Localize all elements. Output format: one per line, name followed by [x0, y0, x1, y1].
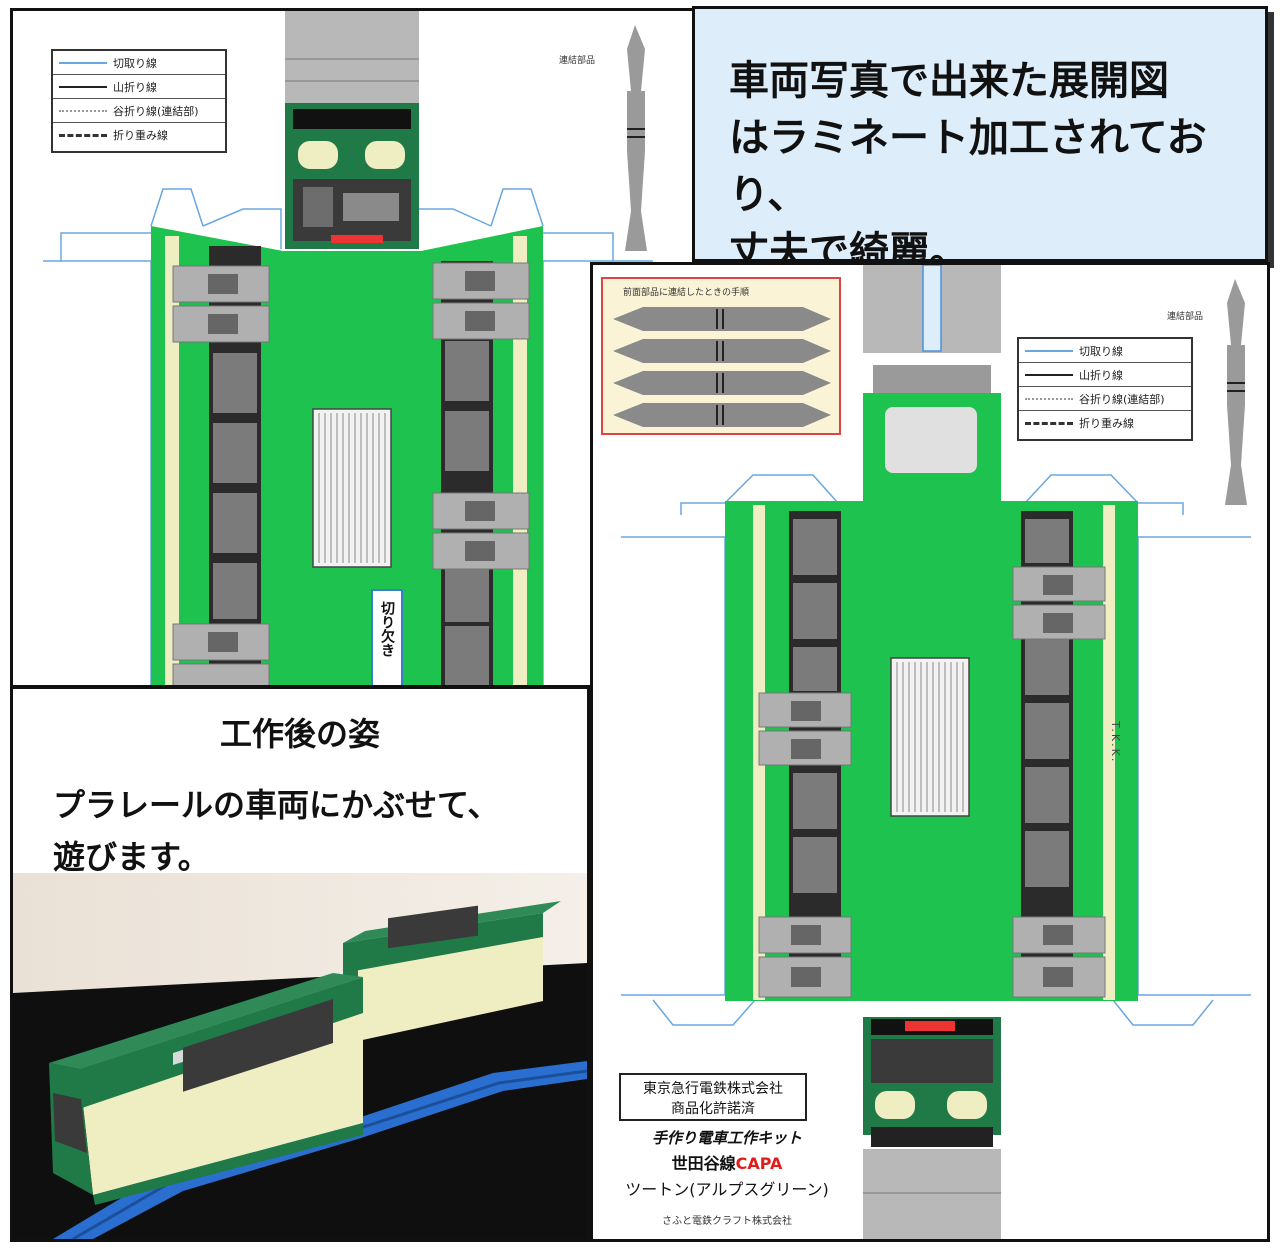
- legend-label: 谷折り線(連結部): [113, 104, 199, 118]
- cutout-label-box: 切り欠き: [371, 589, 403, 685]
- callout-line-1: 車両写真で出来た展開図: [729, 58, 1169, 104]
- corner-note: 連結部品: [559, 56, 596, 66]
- product-line-2: 世田谷線CAPA: [607, 1150, 847, 1174]
- product-credit: 手作り電車工作キット 世田谷線CAPA ツートン(アルプスグリーン) さふと電鉄…: [607, 1127, 847, 1227]
- valley-line-swatch: [1025, 397, 1073, 400]
- license-line-1: 東京急行電鉄株式会社: [643, 1081, 783, 1097]
- legend-row-mountain: 山折り線: [1019, 363, 1191, 387]
- license-box: 東京急行電鉄株式会社 商品化許諾済: [619, 1073, 807, 1121]
- parts-box-pieces: [613, 307, 831, 427]
- legend-row-fold: 折り重み線: [53, 123, 225, 147]
- legend-label: 谷折り線(連結部): [1079, 392, 1165, 406]
- photo-caption: プラレールの車両にかぶせて、 遊びます。: [53, 779, 499, 883]
- parts-box-label: 前面部品に連結したときの手順: [623, 288, 750, 298]
- photo-title: 工作後の姿: [219, 715, 380, 753]
- legend-label: 山折り線: [113, 80, 157, 94]
- mountain-line-swatch: [1025, 373, 1073, 376]
- legend-label: 切取り線: [1079, 344, 1123, 358]
- photo-caption-line-2: 遊びます。: [53, 838, 210, 876]
- right-papercraft-diagram: [621, 265, 1251, 1239]
- legend-row-mountain: 山折り線: [53, 75, 225, 99]
- legend-label: 山折り線: [1079, 368, 1123, 382]
- product-maker: さふと電鉄クラフト株式会社: [662, 1216, 792, 1227]
- left-papercraft-diagram: [43, 11, 653, 685]
- legend-row-fold: 折り重み線: [1019, 411, 1191, 435]
- product-brand: CAPA: [735, 1154, 783, 1173]
- info-callout: 車両写真で出来た展開図 はラミネート加工されており、 丈夫で綺麗。: [692, 6, 1268, 275]
- legend-row-cut: 切取り線: [1019, 339, 1191, 363]
- fold-line-swatch: [59, 133, 107, 137]
- valley-line-swatch: [59, 109, 107, 112]
- photo-panel: 工作後の姿 プラレールの車両にかぶせて、 遊びます。: [10, 686, 590, 1242]
- legend-label: 切取り線: [113, 56, 157, 70]
- body-letters: T.K.K.: [1109, 721, 1122, 764]
- photo-caption-line-1: プラレールの車両にかぶせて、: [53, 786, 500, 824]
- cutout-label: 切り欠き: [379, 601, 395, 657]
- right-legend: 切取り線 山折り線 谷折り線(連結部) 折り重み線: [1017, 337, 1193, 441]
- fold-line-swatch: [1025, 421, 1073, 425]
- callout-line-2: はラミネート加工されており、: [729, 115, 1207, 218]
- legend-row-valley: 谷折り線(連結部): [1019, 387, 1191, 411]
- legend-label: 折り重み線: [1079, 417, 1134, 430]
- right-papercraft-panel: 前面部品に連結したときの手順 連結部品 切取り線 山折り線 谷折り線(連結部) …: [590, 262, 1270, 1242]
- mountain-line-swatch: [59, 85, 107, 88]
- product-line-2-prefix: 世田谷線: [671, 1154, 736, 1173]
- assembled-train-photo: [13, 873, 587, 1239]
- product-line-3: ツートン(アルプスグリーン): [625, 1180, 829, 1199]
- corner-note: 連結部品: [1167, 312, 1204, 322]
- cut-line-swatch: [59, 61, 107, 64]
- product-line-1: 手作り電車工作キット: [651, 1129, 802, 1147]
- left-legend: 切取り線 山折り線 谷折り線(連結部) 折り重み線: [51, 49, 227, 153]
- left-papercraft-panel: 切取り線 山折り線 谷折り線(連結部) 折り重み線 連結部品 切り欠き: [10, 8, 700, 688]
- legend-row-cut: 切取り線: [53, 51, 225, 75]
- parts-box: 前面部品に連結したときの手順: [601, 277, 841, 435]
- legend-row-valley: 谷折り線(連結部): [53, 99, 225, 123]
- license-line-2: 商品化許諾済: [671, 1101, 755, 1117]
- cut-line-swatch: [1025, 349, 1073, 352]
- legend-label: 折り重み線: [113, 129, 168, 142]
